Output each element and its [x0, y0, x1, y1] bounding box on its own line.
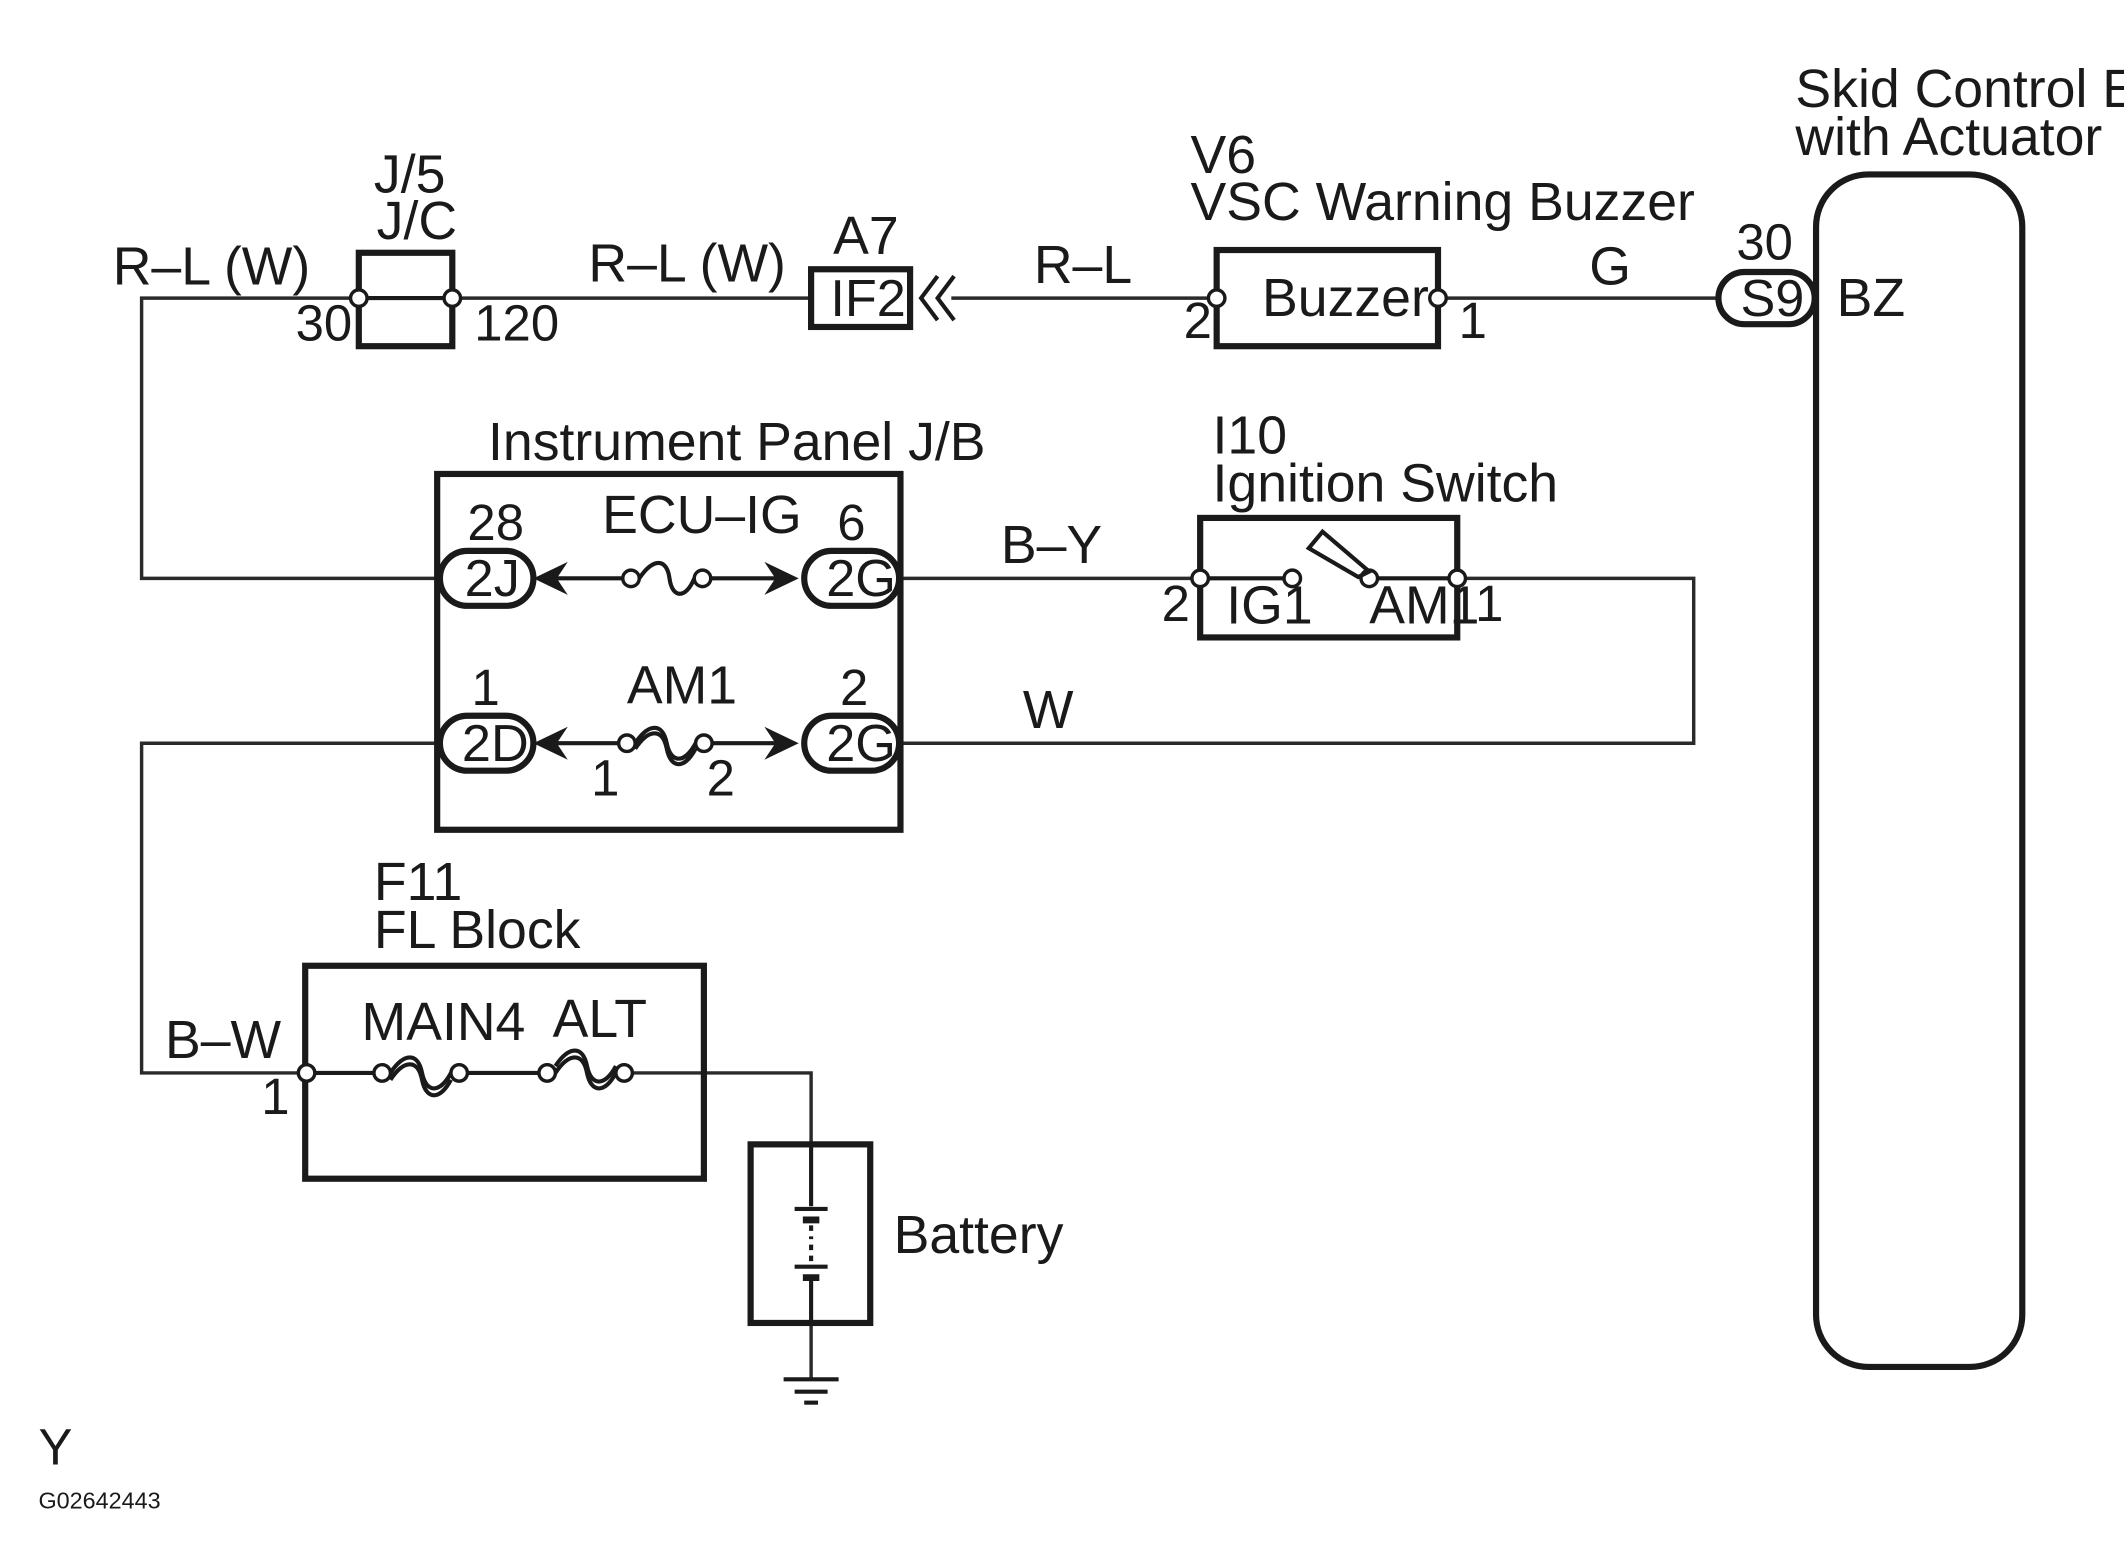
fusible-link-icon: [388, 1062, 453, 1098]
buzzer-label: Buzzer: [1262, 268, 1429, 328]
fuse-icon: [633, 731, 698, 767]
ecu-terminal: BZ: [1837, 268, 1905, 328]
buzzer-code: V6: [1191, 125, 1257, 185]
jb-top-right-pill: [801, 547, 903, 609]
a7-code: A7: [833, 206, 899, 266]
buzzer-pin-left: 2: [1184, 292, 1212, 349]
wire-label-b-w: B–W: [165, 1010, 282, 1070]
jb-fuse-pin-1: 1: [591, 749, 619, 806]
wire-label-jb-ignition: B–Y: [1001, 515, 1102, 575]
wires: [139, 296, 1720, 1378]
wire-label-left-top: R–L (W): [113, 236, 311, 296]
jc-name: J/C: [377, 191, 457, 251]
connector-arrow-icon: [533, 726, 568, 760]
footer-id: G02642443: [38, 1487, 160, 1513]
ignition-pin-node-right: [1447, 568, 1468, 589]
buzzer-pin-node-right: [1428, 288, 1448, 309]
ecu-name-line1: Skid Control ECU: [1795, 59, 2124, 119]
fl-code: F11: [374, 852, 462, 912]
fuse-icon: [637, 560, 697, 596]
connector-arrow-icon: [764, 561, 799, 595]
buzzer-pin-right: 1: [1459, 292, 1487, 349]
jb-fuse-pin-2: 2: [707, 749, 735, 806]
ecu-name-line2: with Actuator: [1794, 107, 2102, 167]
a7-box: [808, 266, 914, 331]
fusible-link-icon: [553, 1048, 618, 1084]
fl-pin: 1: [261, 1068, 289, 1125]
fuse-terminal-node: [621, 568, 641, 589]
ignition-code: I10: [1213, 405, 1288, 465]
wire-labels: R–L (W) R–L (W) R–L G B–Y W B–W: [113, 234, 1631, 1070]
jb-bottom-right-conn: 2G: [826, 715, 896, 773]
buzzer-name: VSC Warning Buzzer: [1191, 172, 1695, 232]
connector-arrow-icon: [764, 726, 799, 760]
jc-pin-node-right: [442, 288, 463, 309]
ignition-contact-node: [1282, 568, 1303, 589]
jc-code: J/5: [374, 144, 446, 204]
jb-name: Instrument Panel J/B: [488, 412, 986, 472]
jb-bottom-left-conn: 2D: [462, 715, 529, 773]
fuse-terminal-node: [537, 1062, 558, 1083]
wire-label-mid-top: R–L (W): [588, 234, 786, 294]
jc-pin-right: 120: [474, 295, 559, 352]
jb-fuse-bottom: AM1: [627, 655, 737, 715]
fl-pin-node: [296, 1062, 317, 1083]
fuse-terminal-node: [692, 568, 713, 589]
jb-top-right-conn: 2G: [826, 550, 896, 608]
fl-fuse1: MAIN4: [362, 992, 526, 1052]
ignition-pin-left: 2: [1162, 575, 1190, 632]
junction-connector-j5: J/5 J/C 30 120: [296, 144, 560, 351]
jb-bottom-right-pill: [801, 712, 903, 774]
ecu-connector-pill: [1715, 268, 1818, 328]
jb-bottom-right-pin: 2: [840, 659, 868, 716]
a7-connector: IF2: [830, 270, 905, 328]
fuse-terminal-node: [372, 1062, 393, 1083]
connector-arrow-icon: [533, 561, 568, 595]
battery: Battery: [747, 1141, 1064, 1327]
ignition-contact-left: IG1: [1226, 576, 1312, 636]
fuse-terminal-node: [614, 1062, 635, 1083]
jb-fuse-top: ECU–IG: [602, 485, 802, 545]
jc-pin-node-left: [348, 288, 369, 309]
wire-fl-to-jb: [139, 741, 440, 1075]
jb-bottom-left-pin: 1: [472, 659, 500, 716]
chevron-icon: [935, 274, 956, 322]
ground-icon: [783, 1377, 839, 1405]
wire-label-a7-buzzer: R–L: [1034, 235, 1132, 295]
ecu-connector: S9: [1740, 270, 1804, 328]
footer-code: Y: [38, 1418, 72, 1475]
skid-control-ecu: Skid Control ECU with Actuator 30 S9 BZ: [1715, 59, 2124, 1371]
ignition-pin-node-left: [1190, 568, 1211, 589]
buzzer-pin-node-left: [1206, 288, 1227, 309]
wire-label-buzzer-ecu: G: [1589, 236, 1631, 296]
ignition-switch-i10: I10 Ignition Switch IG1 AM1 2 1: [1162, 405, 1559, 641]
fl-fuse2: ALT: [553, 989, 647, 1049]
jc-pin-left: 30: [296, 295, 353, 352]
jb-top-right-pin: 6: [837, 494, 865, 551]
fl-block-f11: F11 FL Block 1 MAIN4 ALT: [261, 852, 707, 1182]
jb-box: [434, 470, 904, 833]
ecu-pin-number: 30: [1736, 214, 1793, 271]
wire-label-w: W: [1023, 680, 1074, 740]
fl-name: FL Block: [374, 900, 581, 960]
jb-top-left-conn: 2J: [465, 550, 520, 608]
fuse-terminal-node: [616, 733, 637, 754]
battery-name: Battery: [894, 1205, 1064, 1265]
connector-a7: A7 IF2: [808, 206, 956, 331]
switch-lever-icon: [1305, 528, 1373, 580]
fuse-terminal-node: [449, 1062, 470, 1083]
ignition-pin-right: 1: [1475, 575, 1503, 632]
jb-top-left-pin: 28: [467, 494, 524, 551]
wire-ignition-to-jb-w: [899, 576, 1696, 745]
wire-r-l-w-left: [139, 296, 440, 581]
chevron-icon: [918, 274, 940, 322]
ecu-box: [1812, 171, 2026, 1371]
wire-fl-to-battery: [625, 1071, 813, 1145]
buzzer-v6: V6 VSC Warning Buzzer Buzzer 2 1: [1184, 125, 1695, 350]
ignition-contact-right: AM1: [1369, 576, 1479, 636]
jb-top-left-pill: [436, 547, 537, 609]
ignition-name: Ignition Switch: [1213, 453, 1559, 513]
instrument-panel-jb: Instrument Panel J/B 28 2J ECU–IG 6 2G 1…: [434, 412, 986, 833]
